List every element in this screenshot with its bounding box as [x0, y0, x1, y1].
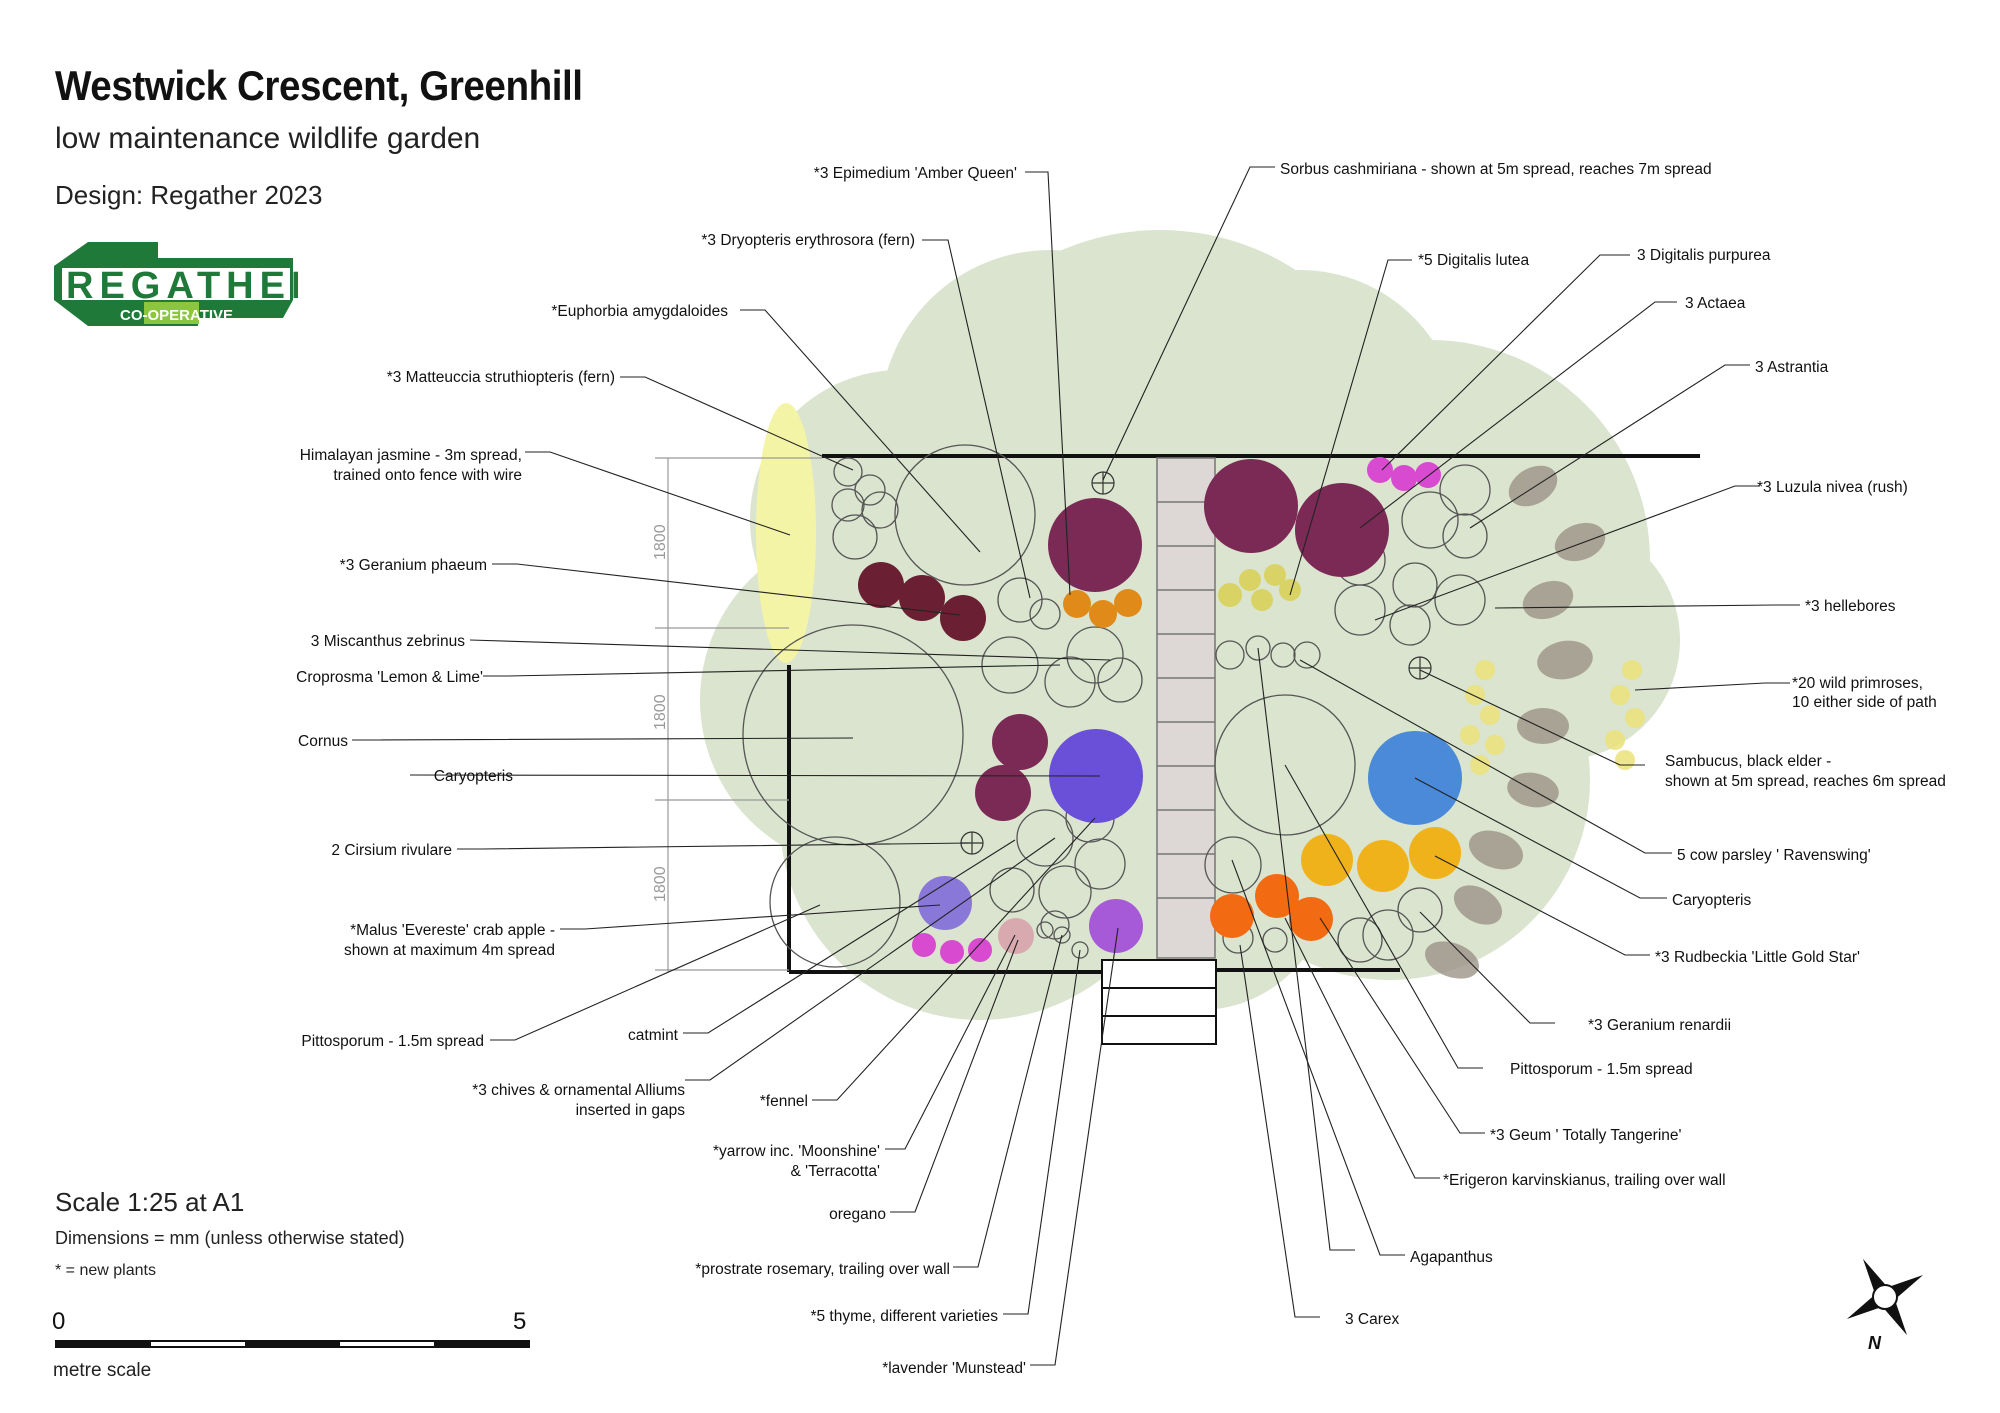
label-jasmine-2: trained onto fence with wire: [333, 467, 522, 484]
dimension-label: 1800: [652, 866, 669, 902]
yellow-plants: [1218, 564, 1301, 611]
scale-start: 0: [52, 1308, 66, 1335]
dimension-label: 1800: [652, 694, 669, 730]
label-erigeron: *Erigeron karvinskianus, trailing over w…: [1443, 1172, 1726, 1189]
label-epimedium: *3 Epimedium 'Amber Queen': [814, 165, 1017, 182]
label-sambucus-2: shown at 5m spread, reaches 6m spread: [1665, 773, 1946, 790]
label-fennel: *fennel: [760, 1093, 808, 1110]
label-lavender: *lavender 'Munstead': [882, 1360, 1026, 1377]
outline-plants: [742, 444, 1491, 968]
label-cornus: Cornus: [298, 733, 348, 750]
leader-lines: [352, 166, 1800, 1366]
primroses: [1460, 660, 1645, 775]
scale-unit: metre scale: [53, 1360, 152, 1381]
label-caryopteris-left: Caryopteris: [434, 768, 513, 785]
label-rosemary: *prostrate rosemary, trailing over wall: [695, 1261, 950, 1278]
svg-text:REGATHER: REGATHER: [66, 265, 298, 307]
compass-icon: N: [1846, 1258, 1924, 1353]
label-rudbeckia: *3 Rudbeckia 'Little Gold Star': [1655, 949, 1860, 966]
label-sambucus-1: Sambucus, black elder -: [1665, 753, 1831, 770]
label-malus-2: shown at maximum 4m spread: [344, 942, 555, 959]
label-dryopteris: *3 Dryopteris erythrosora (fern): [701, 232, 915, 249]
label-geranium-renardii: *3 Geranium renardii: [1588, 1017, 1731, 1034]
page-subtitle: low maintenance wildlife garden: [55, 122, 481, 155]
label-pittosporum-left: Pittosporum - 1.5m spread: [301, 1033, 484, 1050]
scale-end: 5: [513, 1308, 527, 1335]
label-sorbus: Sorbus cashmiriana - shown at 5m spread,…: [1280, 161, 1712, 178]
label-chives-2: inserted in gaps: [576, 1102, 686, 1119]
label-digitalis-purpurea: 3 Digitalis purpurea: [1637, 247, 1771, 264]
label-euphorbia: *Euphorbia amygdaloides: [551, 303, 728, 320]
logo-tagline: CO-OPERATIVE: [120, 307, 233, 324]
label-cirsium: 2 Cirsium rivulare: [331, 842, 452, 859]
garden-boundary: [787, 454, 1700, 974]
dimension-lines: [655, 457, 822, 972]
label-caryopteris-right: Caryopteris: [1672, 892, 1751, 909]
label-astrantia: 3 Astrantia: [1755, 359, 1829, 376]
jasmine-shape: [756, 403, 816, 663]
label-yarrow-1: *yarrow inc. 'Moonshine': [713, 1143, 880, 1160]
stepping-stones: [1425, 465, 1606, 979]
steps: [1101, 959, 1217, 1045]
label-malus-1: *Malus 'Evereste' crab apple -: [350, 922, 555, 939]
central-path: [1156, 457, 1216, 959]
regather-logo: REGATHER CO-OPERATIVE: [54, 242, 298, 326]
compass-north: N: [1868, 1333, 1882, 1353]
label-oregano: oregano: [829, 1206, 886, 1223]
scale-title: Scale 1:25 at A1: [55, 1187, 245, 1217]
page-title: Westwick Crescent, Greenhill: [55, 62, 583, 109]
label-miscanthus: 3 Miscanthus zebrinus: [311, 633, 465, 650]
label-primroses-1: *20 wild primroses,: [1792, 675, 1923, 692]
dimensions-note: Dimensions = mm (unless otherwise stated…: [55, 1228, 405, 1248]
label-geranium-phaeum: *3 Geranium phaeum: [340, 557, 487, 574]
label-cow-parsley: 5 cow parsley ' Ravenswing': [1677, 847, 1871, 864]
label-primroses-2: 10 either side of path: [1792, 694, 1937, 711]
label-jasmine-1: Himalayan jasmine - 3m spread,: [300, 447, 522, 464]
scale-bar: [55, 1340, 530, 1348]
label-catmint: catmint: [628, 1027, 679, 1044]
label-actaea: 3 Actaea: [1685, 295, 1746, 312]
label-geum: *3 Geum ' Totally Tangerine': [1490, 1127, 1681, 1144]
label-agapanthus: Agapanthus: [1410, 1249, 1493, 1266]
new-plants-note: * = new plants: [55, 1262, 156, 1279]
label-chives-1: *3 chives & ornamental Alliums: [472, 1082, 685, 1099]
label-matteuccia: *3 Matteuccia struthiopteris (fern): [387, 369, 615, 386]
label-digitalis-lutea: *5 Digitalis lutea: [1418, 252, 1530, 269]
label-hellebores: *3 hellebores: [1805, 598, 1896, 615]
dimension-label: 1800: [652, 524, 669, 560]
plum-plants: [858, 459, 1389, 821]
label-pittosporum-right: Pittosporum - 1.5m spread: [1510, 1061, 1693, 1078]
design-credit: Design: Regather 2023: [55, 180, 323, 210]
label-carex: 3 Carex: [1345, 1311, 1400, 1328]
label-yarrow-2: & 'Terracotta': [791, 1163, 881, 1180]
label-luzula: *3 Luzula nivea (rush): [1757, 479, 1908, 496]
label-thyme: *5 thyme, different varieties: [810, 1308, 998, 1325]
label-coprosma: Croprosma 'Lemon & Lime': [296, 669, 483, 686]
